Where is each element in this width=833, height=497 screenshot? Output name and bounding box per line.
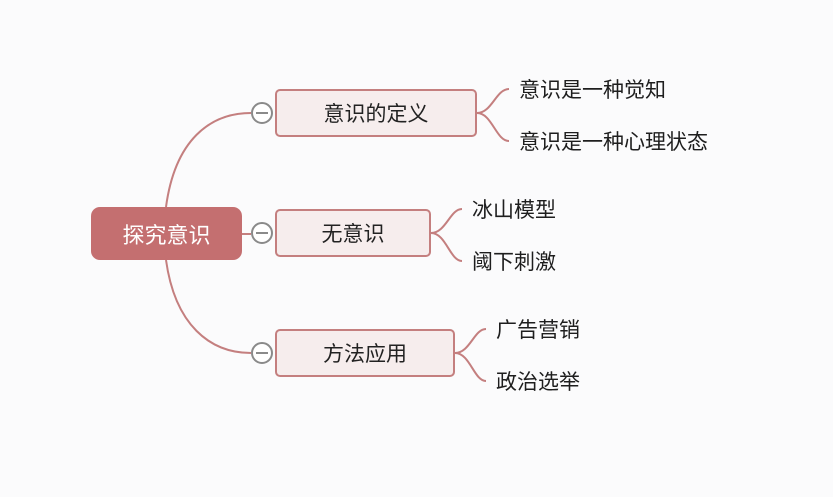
branch-topic-definition[interactable]: 意识的定义	[275, 89, 477, 137]
collapse-toggle-branch-2[interactable]	[251, 222, 273, 244]
leaf-topic[interactable]: 广告营销	[496, 318, 580, 342]
leaf-topic[interactable]: 意识是一种心理状态	[519, 130, 708, 154]
connector-branch-2-leaf-2	[430, 232, 463, 262]
connector-root-branch-3	[165, 259, 252, 354]
collapse-toggle-branch-3[interactable]	[251, 342, 273, 364]
connector-root-branch-1	[165, 112, 252, 208]
branch-topic-label: 方法应用	[323, 342, 407, 366]
connector-branch-3-leaf-2	[454, 352, 487, 382]
connector-branch-1-leaf-1	[476, 88, 510, 114]
leaf-topic[interactable]: 冰山模型	[472, 198, 556, 222]
branch-topic-label: 无意识	[321, 222, 385, 246]
leaf-topic[interactable]: 意识是一种觉知	[519, 78, 666, 102]
leaf-topic[interactable]: 阈下刺激	[472, 250, 556, 274]
leaf-topic[interactable]: 政治选举	[496, 370, 580, 394]
branch-topic-application[interactable]: 方法应用	[275, 329, 455, 377]
connector-branch-1-leaf-2	[476, 112, 510, 142]
collapse-toggle-branch-1[interactable]	[251, 102, 273, 124]
branch-topic-label: 意识的定义	[323, 102, 429, 126]
root-topic[interactable]: 探究意识	[91, 207, 242, 260]
root-topic-label: 探究意识	[122, 223, 211, 249]
connector-branch-2-leaf-1	[430, 208, 463, 234]
connector-branch-3-leaf-1	[454, 328, 487, 354]
branch-topic-unconscious[interactable]: 无意识	[275, 209, 431, 257]
